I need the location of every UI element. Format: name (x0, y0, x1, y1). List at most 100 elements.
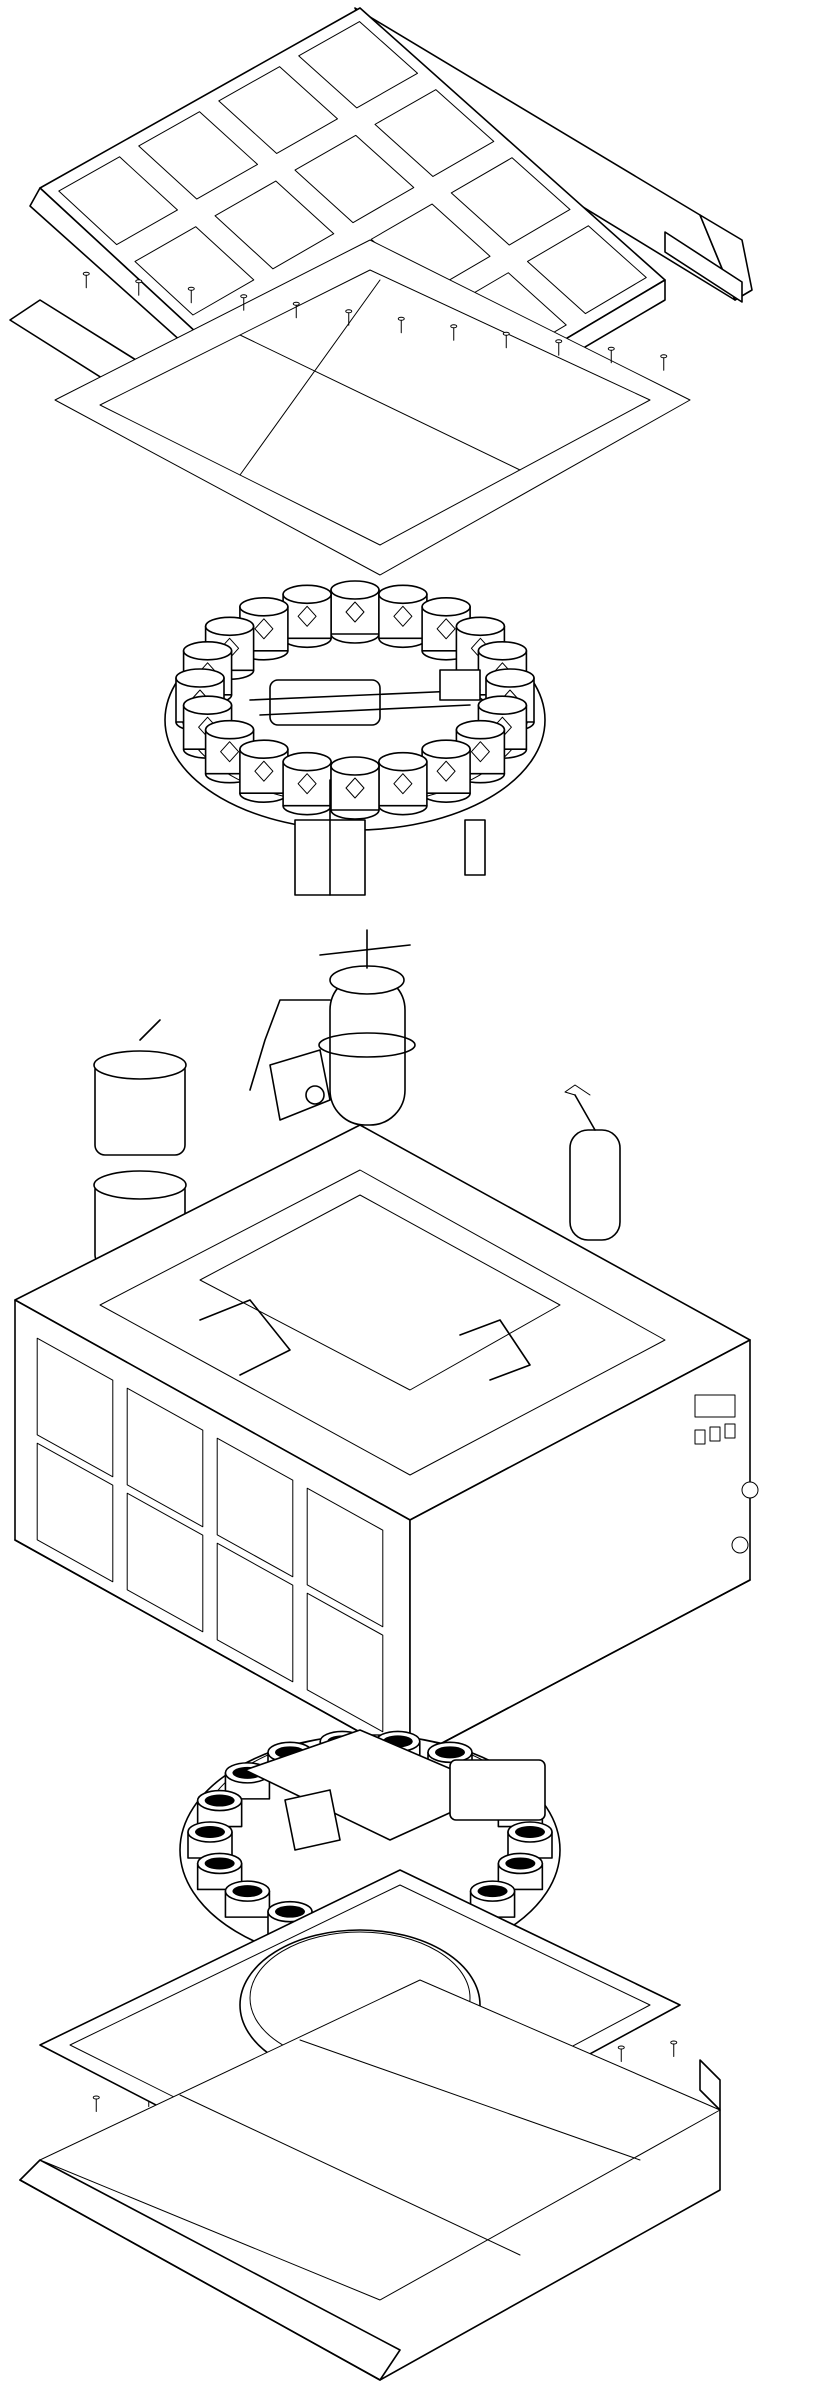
top-panel-cell (294, 134, 415, 224)
port-connector-1 (741, 1481, 759, 1499)
top-frame-plate (54, 239, 691, 576)
cylinder-top (282, 584, 332, 605)
left-tank-nozzle (139, 1019, 161, 1041)
carousel-cylinder (282, 751, 332, 816)
screw (92, 2095, 100, 2112)
side-panel-cell (216, 1437, 294, 1578)
cup-opening (477, 1885, 508, 1898)
cylinder-window (254, 618, 274, 640)
side-panel-cell (126, 1492, 204, 1633)
side-panel-cell (306, 1592, 384, 1733)
screw-head (187, 286, 195, 291)
switch-3 (724, 1423, 736, 1439)
screw (450, 324, 458, 341)
screw-head (82, 271, 90, 276)
top-carousel-cylinders (175, 580, 535, 820)
carousel-cup (196, 1789, 243, 1828)
screw (397, 316, 405, 334)
tank-pipe (249, 999, 331, 1091)
carousel-cup (187, 1821, 233, 1859)
cylinder-top (182, 641, 233, 661)
cylinder-top (282, 751, 332, 772)
cylinder-top (239, 739, 289, 759)
screw (502, 331, 510, 349)
screw-head (92, 2095, 100, 2100)
cylinder-top (378, 751, 428, 772)
side-panel-cell (306, 1487, 384, 1628)
screw (617, 2045, 625, 2062)
screw-head (135, 279, 143, 284)
carousel-cylinder (378, 584, 428, 649)
top-panel-cell (450, 157, 571, 246)
screw-head (555, 339, 563, 344)
top-cover-assembly (9, 7, 753, 576)
side-panel-cell (36, 1442, 114, 1583)
valve-box (269, 1049, 331, 1121)
cylinder-top (455, 616, 506, 637)
cup-opening (275, 1905, 305, 1918)
cylinder-top (330, 756, 380, 776)
cylinder-window (393, 773, 413, 795)
cylinder-window (254, 760, 274, 782)
cup-opening (435, 1746, 465, 1759)
side-panel-cell (36, 1337, 114, 1478)
cylinder-window (220, 741, 240, 763)
bottom-carousel-drive (449, 1759, 546, 1821)
screw-head (240, 294, 248, 299)
screw (555, 339, 563, 356)
cylinder-top (378, 584, 428, 605)
top-frame-inner (99, 269, 651, 546)
cup-opening (204, 1857, 235, 1870)
small-bottle-wire (564, 1084, 591, 1096)
top-panel-cell (214, 180, 335, 270)
carousel-cylinder (330, 580, 380, 644)
switch-1 (694, 1429, 706, 1445)
carousel-cup (507, 1821, 553, 1859)
tray-cross-1 (179, 2094, 521, 2256)
cup-opening (232, 1885, 263, 1898)
top-panel-cell (527, 225, 647, 315)
screw (607, 346, 615, 364)
top-carousel-arm-2 (259, 704, 471, 716)
cup-opening (505, 1857, 536, 1870)
screw-head (670, 2040, 678, 2045)
valve-box-knob (305, 1085, 325, 1105)
top-panel-cell (138, 111, 258, 200)
cylinder-bottom (282, 804, 332, 816)
cup-opening (195, 1826, 225, 1838)
carousel-cylinder (282, 584, 332, 649)
inner-bracket-left (199, 1299, 291, 1376)
screw-head (617, 2045, 625, 2050)
tray-bottom-edge (19, 2109, 721, 2381)
top-carousel-assembly (164, 580, 546, 896)
cylinder-top (421, 597, 471, 617)
switch-2 (709, 1426, 721, 1442)
top-frame-cross (239, 334, 521, 471)
cylinder-bottom (330, 633, 380, 644)
gas-tank-valve-handle (319, 944, 411, 956)
left-tank-upper-top (93, 1050, 187, 1080)
top-carousel-connector (464, 819, 486, 876)
screw (240, 294, 248, 311)
enclosure-side-grid (36, 1337, 384, 1733)
screw-head (450, 324, 458, 329)
top-panel-cell (58, 156, 178, 246)
carousel-cylinder (239, 739, 289, 803)
gas-tank (329, 974, 406, 1126)
screw (660, 354, 668, 371)
main-enclosure (14, 1124, 759, 1761)
gas-tank-top (329, 965, 405, 995)
screw-head (345, 309, 353, 314)
top-carousel-drive-block (439, 669, 481, 701)
screw-head (660, 354, 668, 359)
screw-head (607, 346, 615, 351)
screw (292, 301, 300, 319)
cylinder-top (477, 695, 528, 715)
screw (345, 309, 353, 326)
carousel-cup (224, 1880, 271, 1918)
screw-head (502, 331, 510, 336)
cylinder-window (297, 773, 317, 795)
inner-bracket-right (459, 1319, 531, 1381)
carousel-cup (469, 1880, 516, 1918)
